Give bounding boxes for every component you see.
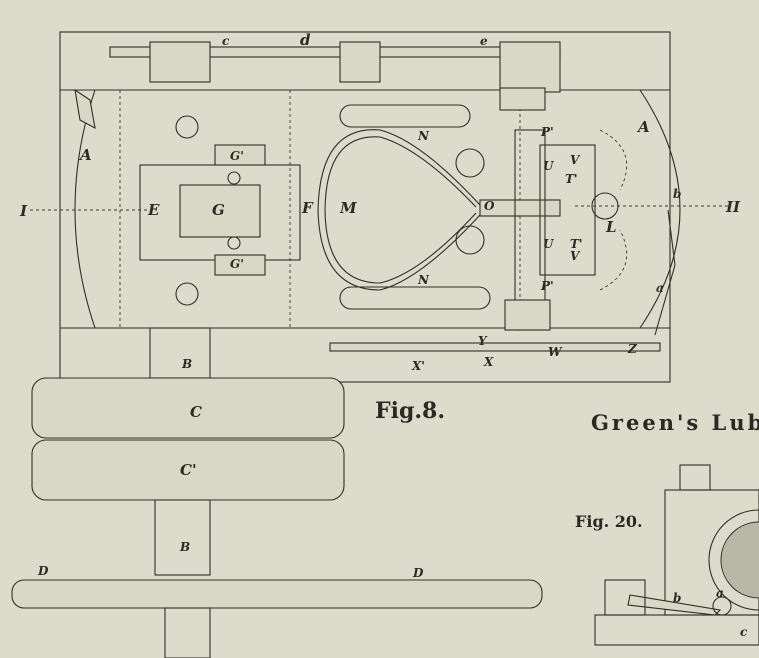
label-O: O [484,199,495,213]
label-Z: Z [627,342,638,356]
label-P-prime-top: P' [540,125,554,139]
label-X-prime: X' [411,359,425,373]
label-C-prime: C' [180,461,197,479]
label-L: L [605,218,617,236]
label-F: F [301,199,314,217]
sheet-title: Green's Lub [591,410,759,435]
valve-assembly [499,87,619,331]
label-G: G [212,201,225,219]
fig20-label-a: a [716,586,724,600]
fig20-bearing [594,464,759,646]
label-N-bottom: N [417,273,430,287]
label-A-right: A [636,118,650,136]
fig20-label-b: b [673,591,681,605]
piston-block-G [139,144,301,276]
fig8-machine-frame [59,31,681,383]
label-V-bottom: V [570,249,581,263]
fig20-caption: Fig. 20. [575,512,643,531]
fig8-caption: Fig.8. [375,398,445,424]
label-U-top: U [543,159,555,173]
label-a: a [656,281,664,295]
fig20-label-c: c [740,625,748,639]
label-G-prime-bottom: G' [230,257,244,271]
label-W: W [548,345,563,359]
label-T-prime-bottom: T' [570,237,583,251]
label-M: M [339,199,357,217]
label-Y: Y [478,334,488,348]
label-II: II [725,198,741,216]
gear-train [109,41,561,93]
label-U-bottom: U [543,237,555,251]
label-D-right: D [412,566,424,580]
label-B-bottom: B [179,540,190,554]
label-B-top: B [181,357,192,371]
label-d: d [300,31,311,49]
label-G-prime-top: G' [230,149,244,163]
label-A-left: A [78,146,92,164]
label-c: c [222,34,230,48]
label-V-top: V [570,153,581,167]
label-D-left: D [37,564,49,578]
label-e: e [480,34,488,48]
label-I: I [19,202,28,220]
label-C: C [190,403,202,421]
label-E: E [147,201,160,219]
pulleys-and-shaft [11,327,543,658]
label-X: X [483,355,494,369]
label-N-top: N [417,129,430,143]
label-T-prime-top: T' [565,172,578,186]
label-P-prime-bottom: P' [540,279,554,293]
linkage-X-Z [30,205,730,352]
label-b: b [673,187,681,201]
